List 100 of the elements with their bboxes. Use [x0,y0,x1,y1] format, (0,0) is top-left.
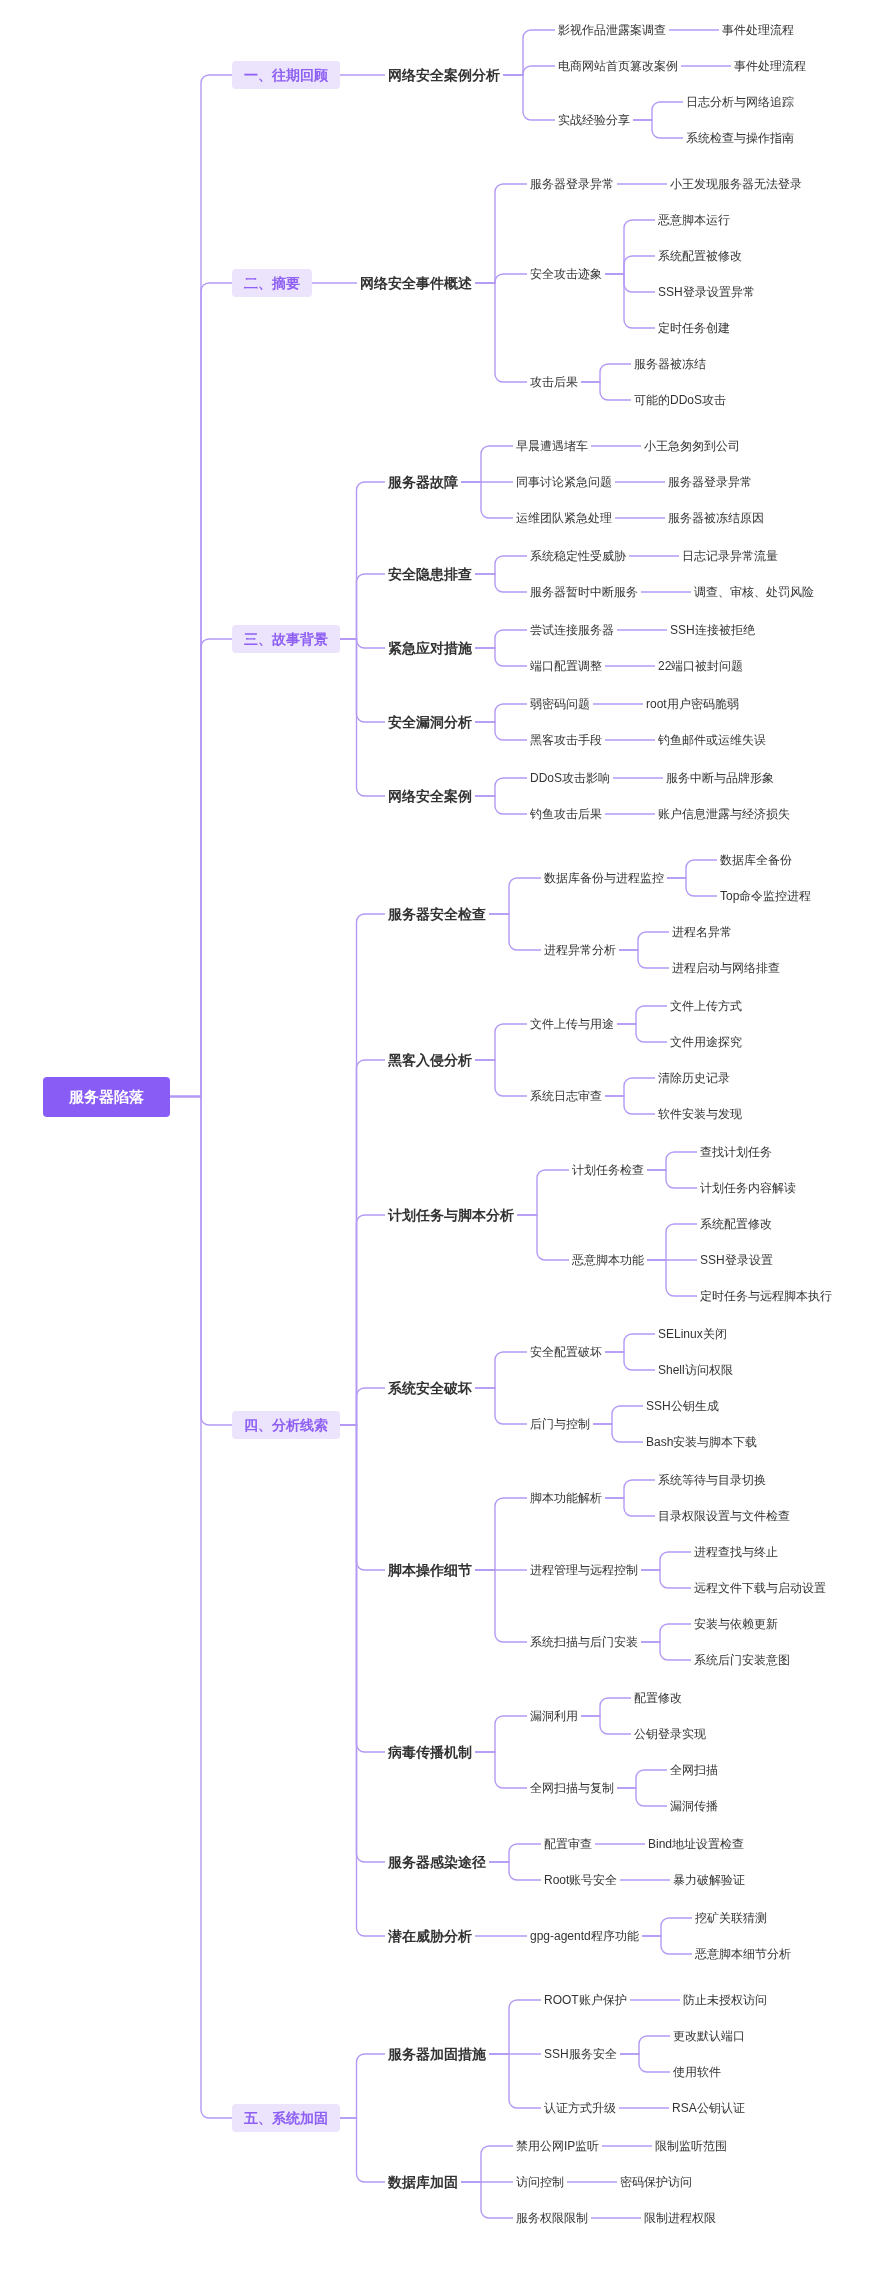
topic-label: 脚本操作细节 [385,1561,475,1579]
subtopic-label: 服务器暂时中断服务 [527,583,641,601]
subtopic-label: SSH登录设置异常 [655,283,758,301]
subtopic-label: 安装与依赖更新 [691,1615,781,1633]
subtopic-label: 恶意脚本功能 [569,1251,647,1269]
branch-line [474,721,528,741]
branch-line [516,1214,570,1261]
subtopic-label: 系统后门安装意图 [691,1651,793,1669]
topic-label: 紧急应对措施 [385,639,475,657]
subtopic-label: 访问控制 [513,2173,567,2191]
branch-line [640,591,692,593]
subtopic-label: SSH连接被拒绝 [667,621,758,639]
subtopic-label: 挖矿关联猜测 [692,1909,770,1927]
subtopic-label: 配置修改 [631,1689,685,1707]
topic-label: 安全隐患排查 [385,565,475,583]
branch-line [474,1059,528,1097]
branch-line [680,65,732,67]
topic-label: 黑客入侵分析 [385,1051,475,1069]
branch-line [590,2217,642,2219]
subtopic-label: 账户信息泄露与经济损失 [655,805,793,823]
section-tag: 四、分析线索 [232,1411,340,1439]
topic-label: 网络安全案例分析 [385,66,503,84]
subtopic-label: 22端口被封问题 [655,657,747,675]
branch-line [488,1861,542,1881]
subtopic-label: 系统等待与目录切换 [655,1471,769,1489]
topic-label: 计划任务与脚本分析 [385,1206,517,1224]
branch-line [311,282,358,284]
subtopic-label: 安全配置破坏 [527,1343,605,1361]
topic-label: 安全漏洞分析 [385,713,475,731]
subtopic-label: 清除历史记录 [655,1069,733,1087]
subtopic-label: 系统检查与操作指南 [683,129,797,147]
branch-line [460,2181,514,2219]
branch-line [474,282,528,383]
subtopic-label: 钓鱼攻击后果 [527,805,605,823]
subtopic-label: 文件上传与用途 [527,1015,617,1033]
branch-line [666,877,718,897]
root-topic-box: 服务器陷落 [43,1076,170,1117]
branch-line [618,949,670,969]
branch-line [474,1387,528,1425]
subtopic-label: 影视作品泄露案调查 [555,21,669,39]
branch-line [616,183,668,185]
subtopic-label: 可能的DDoS攻击 [631,391,729,409]
branch-line [612,777,664,779]
subtopic-label: 服务权限限制 [513,2209,591,2227]
subtopic-label: 同事讨论紧急问题 [513,473,615,491]
branch-line [601,2145,653,2147]
subtopic-label: 弱密码问题 [527,695,593,713]
subtopic-label: 数据库备份与进程监控 [541,869,667,887]
subtopic-label: 小王发现服务器无法登录 [667,175,805,193]
subtopic-label: 软件安装与发现 [655,1105,745,1123]
subtopic-label: root用户密码脆弱 [643,695,742,713]
subtopic-label: 系统配置修改 [697,1215,775,1233]
subtopic-label: Root账号安全 [541,1871,621,1889]
branch-line [339,638,386,797]
branch-line [604,1497,656,1517]
topic-label: 服务器加固措施 [385,2045,489,2063]
branch-line [339,2117,386,2183]
branch-line [604,739,656,741]
branch-line [640,1641,692,1661]
branch-line [474,1751,528,1789]
subtopic-label: RSA公钥认证 [669,2099,748,2117]
subtopic-label: 脚本功能解析 [527,1489,605,1507]
branch-line [618,2107,670,2109]
subtopic-label: 钓鱼邮件或运维失误 [655,731,769,749]
branch-line [619,2053,671,2073]
branch-line [169,1095,233,2119]
branch-line [592,1423,644,1443]
branch-line [632,119,684,139]
topic-label: 数据库加固 [385,2173,461,2191]
topic-label: 网络安全案例 [385,787,475,805]
section-tag: 一、往期回顾 [232,61,340,89]
subtopic-label: SSH服务安全 [541,2045,620,2063]
subtopic-label: 服务器登录异常 [527,175,617,193]
subtopic-label: 计划任务内容解读 [697,1179,799,1197]
section-tag: 五、系统加固 [232,2104,340,2132]
subtopic-label: 事件处理流程 [719,21,797,39]
subtopic-label: 目录权限设置与文件检查 [655,1507,793,1525]
subtopic-label: 服务器登录异常 [665,473,755,491]
subtopic-label: 公钥登录实现 [631,1725,709,1743]
branch-line [604,665,656,667]
subtopic-label: 数据库全备份 [717,851,795,869]
branch-line [614,481,666,483]
subtopic-label: 实战经验分享 [555,111,633,129]
subtopic-label: 限制监听范围 [652,2137,730,2155]
subtopic-label: 暴力破解验证 [670,1871,748,1889]
branch-line [616,1787,668,1807]
subtopic-label: 远程文件下载与启动设置 [691,1579,829,1597]
subtopic-label: 进程异常分析 [541,941,619,959]
subtopic-label: 系统配置被修改 [655,247,745,265]
subtopic-label: 小王急匆匆到公司 [641,437,743,455]
branch-line [604,813,656,815]
branch-line [474,1569,528,1643]
subtopic-label: ROOT账户保护 [541,1991,630,2009]
branch-line [628,555,680,557]
subtopic-label: 漏洞利用 [527,1707,581,1725]
branch-line [502,74,556,121]
topic-label: 服务器感染途径 [385,1853,489,1871]
subtopic-label: 配置审查 [541,1835,595,1853]
topic-label: 服务器安全检查 [385,905,489,923]
subtopic-label: 计划任务检查 [569,1161,647,1179]
